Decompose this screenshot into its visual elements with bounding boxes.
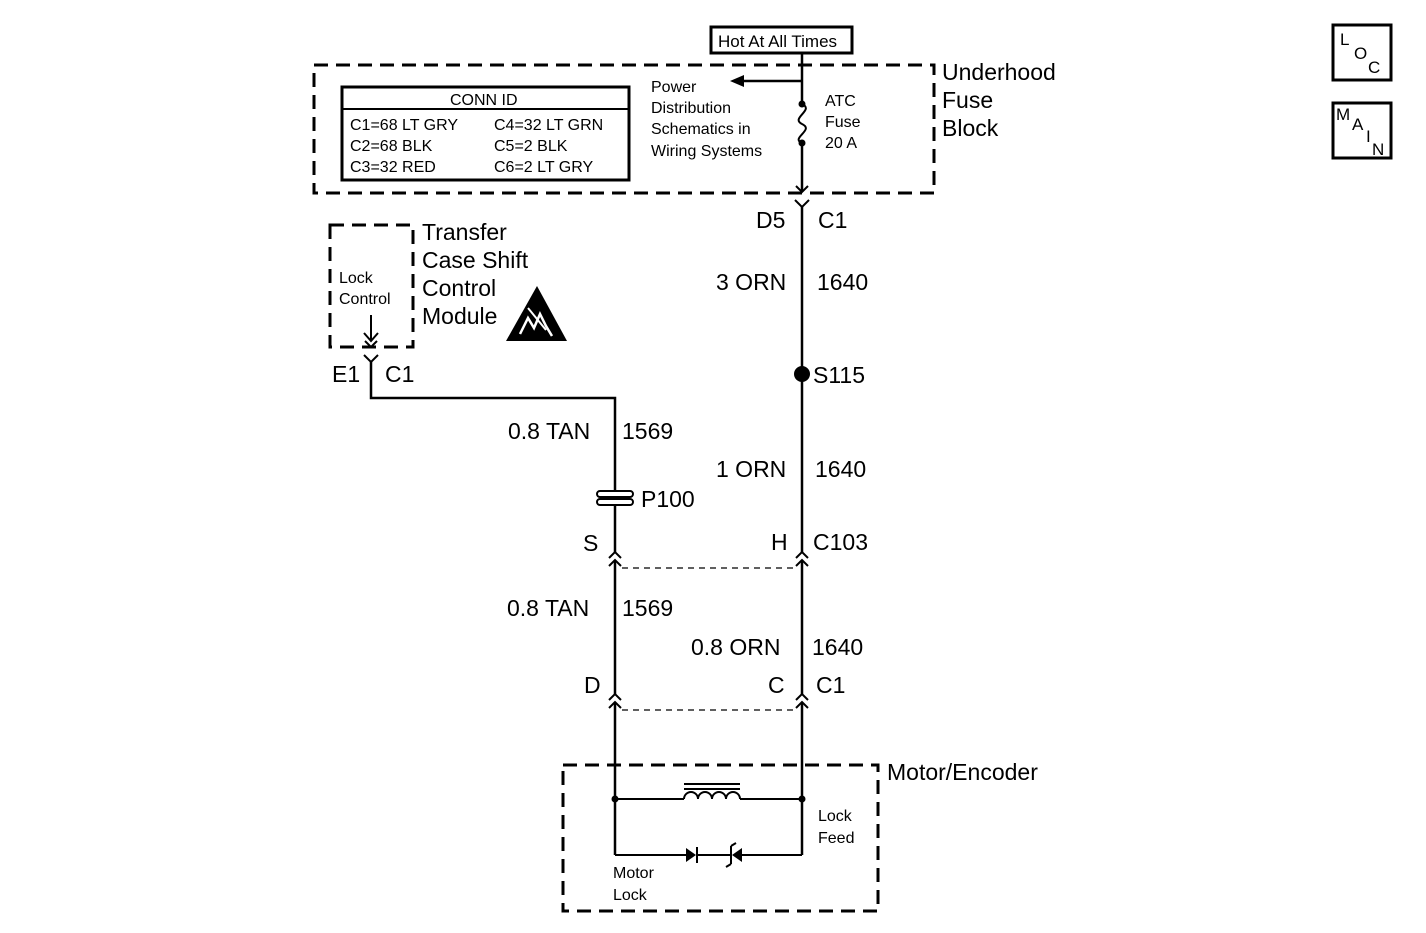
- conn-id-table: CONN ID C1=68 LT GRY C2=68 BLK C3=32 RED…: [340, 85, 631, 182]
- wire-orn08-circuit: 1640: [812, 634, 863, 660]
- main-button[interactable]: M A I N: [1331, 101, 1393, 160]
- wire-1-orn-circuit: 1640: [815, 456, 866, 482]
- lock-feed-label-1: Lock: [818, 808, 853, 825]
- wire-1569-upper: [369, 362, 617, 492]
- power-distribution-reference[interactable]: Power Distribution Schematics in Wiring …: [651, 79, 762, 160]
- motor-encoder-title: Motor/Encoder: [887, 759, 1038, 785]
- loc-letter-l: L: [1340, 30, 1349, 49]
- conn-id-c3: C3=32 RED: [350, 159, 436, 176]
- c1-bottom-label: C1: [816, 672, 845, 698]
- wire-tan-top-circuit: 1569: [622, 418, 673, 444]
- main-letter-m: M: [1336, 105, 1350, 124]
- power-ref-arrow-icon: [730, 75, 744, 87]
- esd-warning-icon: [506, 286, 567, 341]
- conn-id-c1: C1=68 LT GRY: [350, 117, 458, 134]
- wire-1-orn-label: 1 ORN: [716, 456, 786, 482]
- conn-id-c6: C6=2 LT GRY: [494, 159, 593, 176]
- splice-s115-icon: [794, 366, 810, 382]
- fuse-block-title-3: Block: [942, 115, 999, 141]
- fuse-label-3: 20 A: [825, 135, 857, 152]
- wire-3-orn-label: 3 ORN: [716, 269, 786, 295]
- fuse-label-2: Fuse: [825, 114, 861, 131]
- loc-letter-c: C: [1368, 58, 1380, 77]
- c-pin-label: C: [768, 672, 785, 698]
- module-title-3: Control: [422, 275, 496, 301]
- lock-control-arrow-icon: [363, 332, 379, 343]
- wire-3-orn-circuit: 1640: [817, 269, 868, 295]
- power-ref-line-4: Wiring Systems: [651, 143, 762, 160]
- motor-diode-icon: [615, 842, 802, 868]
- wire-tan-bot-circuit: 1569: [622, 595, 673, 621]
- fuse-label-1: ATC: [825, 93, 856, 110]
- motor-encoder-outline: [561, 763, 880, 913]
- power-ref-line-1: Power: [651, 79, 697, 96]
- fuse-block-title-2: Fuse: [942, 87, 993, 113]
- atc-fuse: ATC Fuse 20 A: [797, 66, 861, 192]
- wire-tan-bot-label: 0.8 TAN: [507, 595, 589, 621]
- module-title-1: Transfer: [422, 219, 507, 245]
- main-letter-n: N: [1372, 140, 1384, 159]
- c103-label: C103: [813, 529, 868, 555]
- d-pin-label: D: [584, 672, 601, 698]
- fuse-block-outline: [312, 63, 936, 195]
- hot-text: Hot At All Times: [718, 32, 837, 51]
- h-pin-label: H: [771, 529, 788, 555]
- conn-id-c4: C4=32 LT GRN: [494, 117, 603, 134]
- lock-control-label-2: Control: [339, 291, 391, 308]
- e1-pin-label: E1: [332, 361, 360, 387]
- loc-letter-o: O: [1354, 44, 1367, 63]
- main-letter-i: I: [1366, 127, 1371, 146]
- d5-pin-label: D5: [756, 207, 785, 233]
- p100-passthrough-icon: [596, 490, 634, 506]
- lock-control-label-1: Lock: [339, 270, 374, 287]
- e1-connector: [363, 340, 379, 364]
- e1-connector-label: C1: [385, 361, 414, 387]
- module-title-2: Case Shift: [422, 247, 529, 273]
- fuse-block-title-1: Underhood: [942, 59, 1056, 85]
- wire-orn08-label: 0.8 ORN: [691, 634, 780, 660]
- power-ref-line-3: Schematics in: [651, 121, 751, 138]
- splice-s115-label: S115: [813, 362, 865, 388]
- p100-label: P100: [641, 486, 695, 512]
- motor-lock-label-2: Lock: [613, 887, 648, 904]
- conn-id-c5: C5=2 BLK: [494, 138, 568, 155]
- hot-at-all-times-label: Hot At All Times: [709, 25, 854, 55]
- s-pin-label: S: [583, 530, 598, 556]
- main-letter-a: A: [1352, 115, 1364, 134]
- conn-id-header: CONN ID: [450, 92, 518, 109]
- conn-id-c2: C2=68 BLK: [350, 138, 433, 155]
- module-title-4: Module: [422, 303, 497, 329]
- power-ref-line-2: Distribution: [651, 100, 731, 117]
- lock-feed-label-2: Feed: [818, 830, 854, 847]
- wire-tan-top-label: 0.8 TAN: [508, 418, 590, 444]
- motor-lock-label-1: Motor: [613, 865, 655, 882]
- loc-button[interactable]: L O C: [1331, 23, 1393, 82]
- motor-coil-icon: [611, 783, 806, 803]
- d5-connector-label: C1: [818, 207, 847, 233]
